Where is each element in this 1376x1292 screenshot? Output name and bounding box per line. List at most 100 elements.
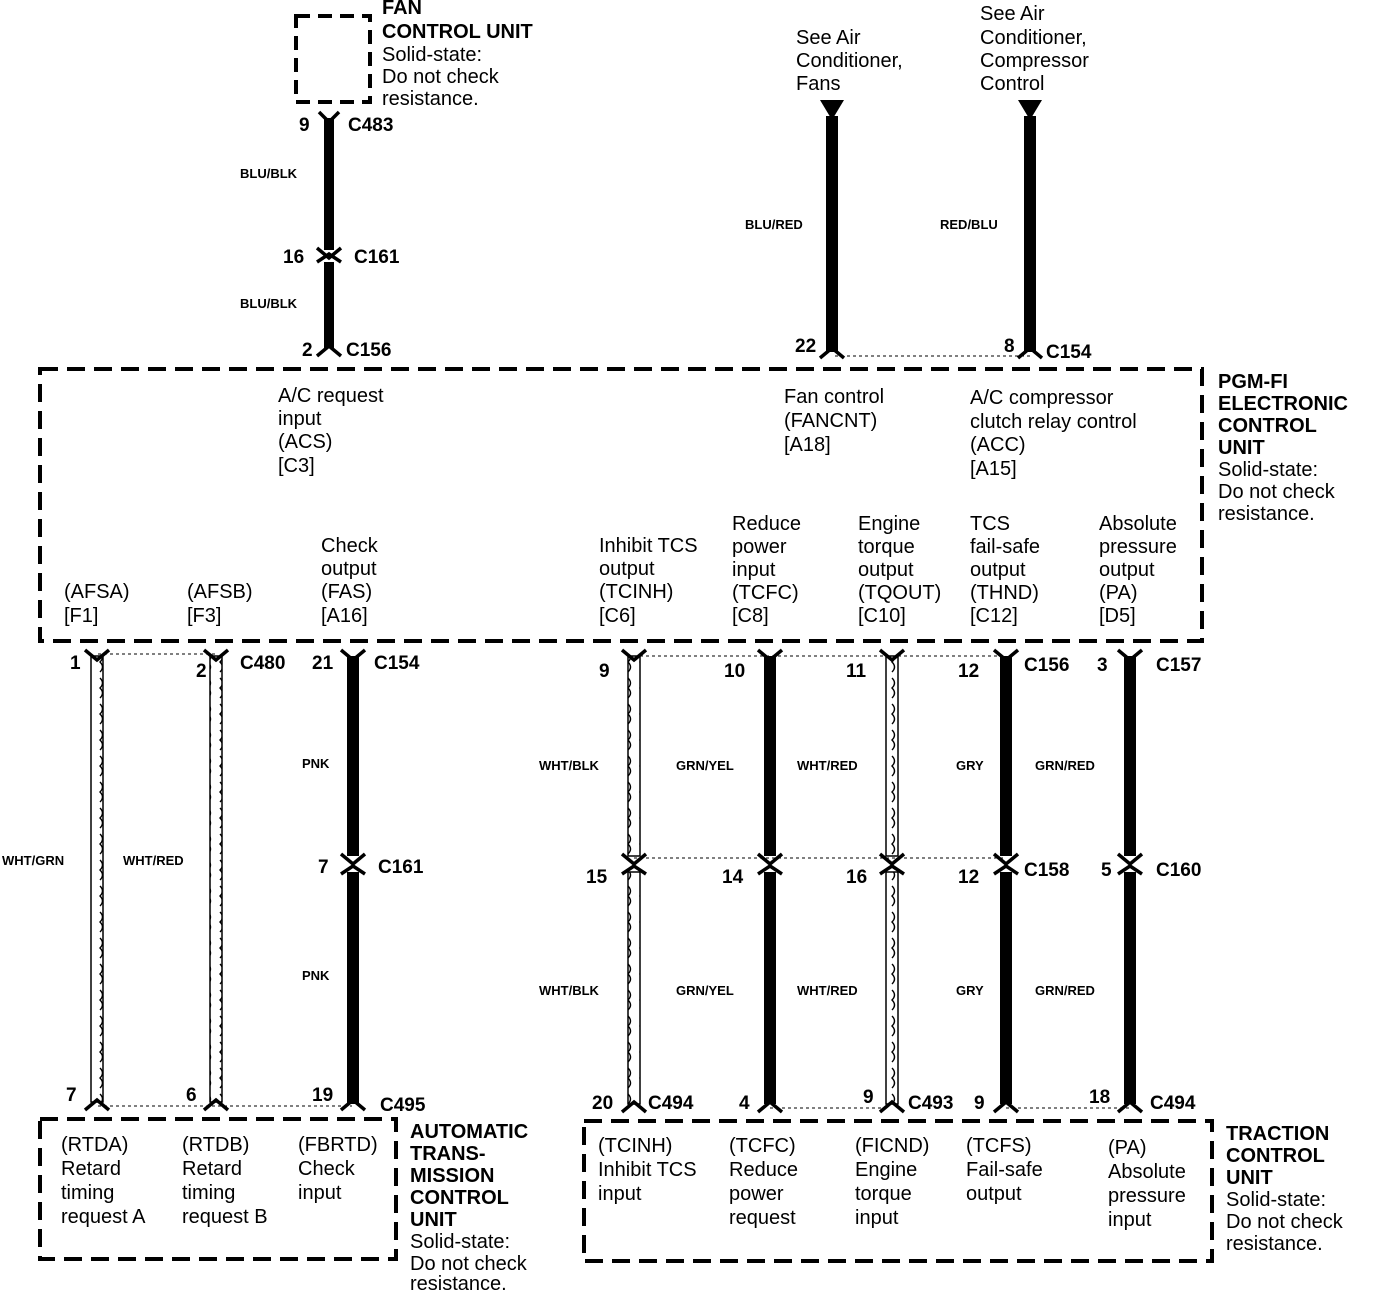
tcu-label: TRACTION CONTROL UNIT Solid-state: Do no… <box>1226 1123 1344 1255</box>
pgm-function-tcinh: Inhibit TCS output (TCINH) [C6] <box>599 535 698 627</box>
tcu-box <box>582 1119 1214 1263</box>
function-line: [C3] <box>278 455 315 477</box>
function-line: (FICND) <box>855 1135 929 1157</box>
terminal-c154-top-8 <box>1016 345 1044 360</box>
wire-color-label: RED/BLU <box>940 217 998 232</box>
pin-number: 12 <box>958 661 979 682</box>
function-line: power <box>729 1183 784 1205</box>
wire-thnd-upper <box>1000 656 1012 856</box>
pin-number: 15 <box>586 867 608 888</box>
pin-number: 10 <box>724 661 745 682</box>
function-line: input <box>1108 1209 1152 1231</box>
terminal-afsb-bottom <box>202 1097 230 1112</box>
pin-number: 9 <box>974 1093 985 1114</box>
function-line: Inhibit TCS <box>599 535 698 557</box>
function-line: output <box>599 558 655 580</box>
terminal-c483 <box>317 110 341 125</box>
pin-number: 9 <box>863 1087 874 1108</box>
pgm-fi-ecu-box <box>38 367 1204 643</box>
function-line: Engine <box>858 513 920 535</box>
function-line: timing <box>61 1182 114 1204</box>
function-line: Retard <box>61 1158 121 1180</box>
terminal-c161-mid-b <box>340 863 366 876</box>
connector-label: C480 <box>240 653 285 674</box>
function-line: Reduce <box>729 1159 798 1181</box>
function-line: Retard <box>182 1158 242 1180</box>
function-line: torque <box>855 1183 912 1205</box>
function-line: [A16] <box>321 605 368 627</box>
function-line: (FBRTD) <box>298 1134 378 1156</box>
wire-tcfc-stripe <box>764 656 776 1104</box>
terminal-c158-tcinh-b <box>621 863 647 876</box>
connector-label: C156 <box>346 340 391 361</box>
pin-number: 16 <box>283 247 304 268</box>
function-line: Check <box>321 535 379 557</box>
pgm-title-line: ELECTRONIC <box>1218 393 1348 415</box>
terminal-tqout-top <box>878 648 906 663</box>
function-line: pressure <box>1108 1185 1186 1207</box>
reference-arrow-compressor <box>1018 100 1042 120</box>
atcu-title-line: MISSION <box>410 1165 494 1187</box>
wire-color-label: GRY <box>956 758 984 773</box>
tcu-title-line: UNIT <box>1226 1167 1273 1189</box>
function-line: output <box>966 1183 1022 1205</box>
tcu-title-line: CONTROL <box>1226 1145 1325 1167</box>
terminal-thnd-top <box>992 648 1020 663</box>
connector-label: C494 <box>648 1093 694 1114</box>
pgm-function-acs: A/C request input (ACS) [C3] <box>278 385 384 477</box>
wire-color-label: BLU/BLK <box>240 166 298 181</box>
function-line: [F1] <box>64 605 98 627</box>
terminal-tcfc-bottom <box>756 1099 784 1114</box>
function-line: Absolute <box>1108 1161 1186 1183</box>
terminal-c158-thnd-b <box>993 863 1019 876</box>
terminal-c161-top-b <box>316 251 342 264</box>
tcu-note-line: resistance. <box>1226 1233 1323 1255</box>
function-line: (TCFC) <box>732 582 799 604</box>
function-line: Engine <box>855 1159 917 1181</box>
pgm-note-line: Do not check <box>1218 481 1336 503</box>
wire-fas-upper <box>347 656 359 856</box>
connector-label: C154 <box>374 653 420 674</box>
pgm-function-pa: Absolute pressure output (PA) [D5] <box>1099 513 1177 627</box>
reference-compressor-line: Conditioner, <box>980 27 1087 49</box>
pgm-title-line: PGM-FI <box>1218 371 1288 393</box>
pgm-title-line: CONTROL <box>1218 415 1317 437</box>
function-line: input <box>732 559 776 581</box>
fan-unit-note-line: resistance. <box>382 88 479 110</box>
pin-number: 5 <box>1101 860 1112 881</box>
function-line: input <box>278 408 322 430</box>
terminal-c160-b <box>1117 863 1143 876</box>
wire-compressor-stripe <box>1024 116 1036 352</box>
function-line: [A15] <box>970 458 1017 480</box>
connector-label: C158 <box>1024 860 1069 881</box>
pgm-function-acc: A/C compressor clutch relay control (ACC… <box>970 387 1137 480</box>
wire-color-label: WHT/RED <box>123 853 184 868</box>
terminal-thnd-bottom <box>992 1099 1020 1114</box>
pgm-function-thnd: TCS fail-safe output (THND) [C12] <box>970 513 1040 627</box>
function-line: (RTDA) <box>61 1134 128 1156</box>
terminal-c161-top-a <box>315 246 343 261</box>
connector-label: C495 <box>380 1095 426 1116</box>
connector-label: C157 <box>1156 655 1201 676</box>
reference-fans-line: See Air <box>796 27 861 49</box>
tcu-note-line: Solid-state: <box>1226 1189 1326 1211</box>
function-line: output <box>321 558 377 580</box>
connector-label: C161 <box>354 247 400 268</box>
function-line: input <box>855 1207 899 1229</box>
wire-afsb-stripe <box>210 656 222 1102</box>
tcu-function-ficnd: (FICND) Engine torque input <box>855 1135 929 1229</box>
reference-fans-line: Fans <box>796 73 840 95</box>
wire-fans-stripe <box>826 116 838 352</box>
atcu-box <box>38 1117 398 1261</box>
wire-afsa-stripe <box>91 656 103 1102</box>
wire-color-label: WHT/RED <box>797 758 858 773</box>
pin-number: 9 <box>599 661 610 682</box>
terminal-c158-tqout-b <box>879 863 905 876</box>
fan-control-unit-label: FAN CONTROL UNIT Solid-state: Do not che… <box>382 0 533 110</box>
function-line: Check <box>298 1158 356 1180</box>
reference-compressor-line: See Air <box>980 3 1045 25</box>
terminal-marks <box>83 110 1144 1114</box>
pin-number: 1 <box>70 653 81 674</box>
atcu-function-rtdb: (RTDB) Retard timing request B <box>182 1134 268 1228</box>
